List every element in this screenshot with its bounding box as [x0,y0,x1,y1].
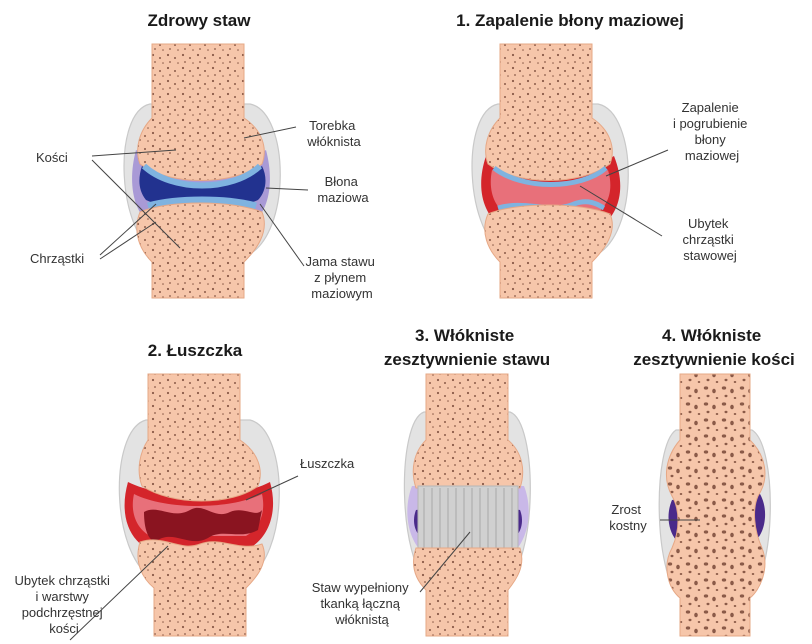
label-capsule: Torebka włóknista [306,118,361,149]
lower-bone [137,203,265,298]
panel-pannus: 2. Łuszczka Łuszczka Ubytek chrząstki i … [15,341,355,640]
panel-title: Zdrowy staw [148,11,252,30]
panel-title: 1. Zapalenie błony maziowej [456,11,684,30]
label-bony-fusion: Zrost kostny [609,502,647,533]
panel-fibrous-ankylosis: 3. Włókniste zesztywnienie stawu Staw wy… [312,326,550,636]
label-inflammation: Zapalenie i pogrubienie błony maziowej [673,100,751,163]
lower-bone [414,548,522,636]
label-erosion: Ubytek chrząstki i warstwy podchrzęstnej… [15,573,114,636]
fused-bone [666,374,765,636]
label-bones: Kości [36,150,68,165]
panel-healthy: Zdrowy staw Kości Chrząstki Torebka włók… [30,11,379,301]
upper-bone [413,374,522,488]
fibrous-tissue [418,486,518,550]
panel-bony-ankylosis: 4. Włókniste zesztywnienie kości Zrost k… [609,326,795,636]
label-cartilage-loss: Ubytek chrząstki stawowej [683,216,738,263]
panel-synovitis: 1. Zapalenie błony maziowej Zapalenie i … [456,11,751,298]
panel-title: 3. Włókniste zesztywnienie stawu [384,326,550,369]
lower-bone [138,540,264,636]
lower-bone [485,205,613,298]
label-synovial-membrane: Błona maziowa [317,174,369,205]
label-pannus: Łuszczka [300,456,355,471]
panel-title: 2. Łuszczka [148,341,243,360]
label-fibrous-tissue: Staw wypełniony tkanką łączną włóknistą [312,580,412,627]
label-cartilage: Chrząstki [30,251,84,266]
panel-title: 4. Włókniste zesztywnienie kości [633,326,795,369]
label-joint-cavity: Jama stawu z płynem maziowym [306,254,379,301]
